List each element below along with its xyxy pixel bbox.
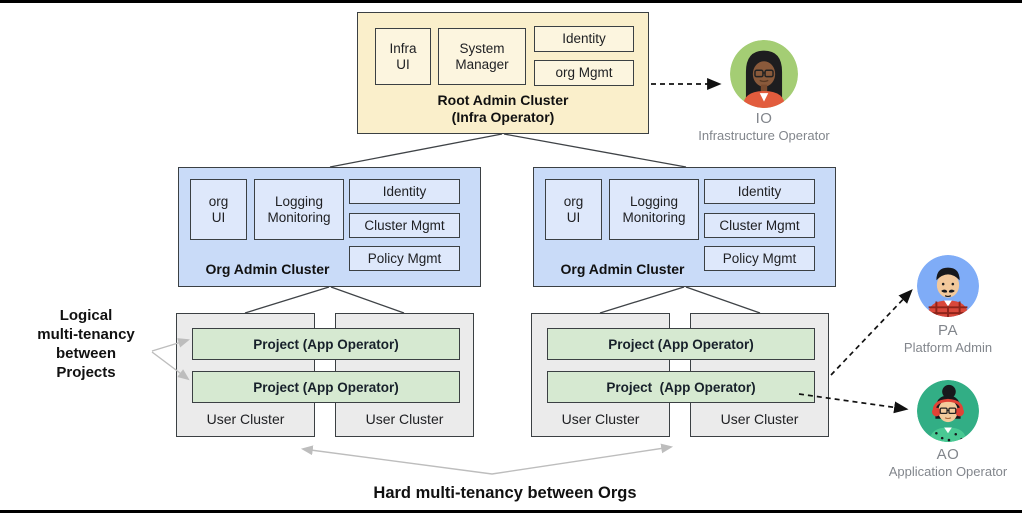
ao-name: Application Operator <box>888 464 1008 479</box>
cluster-mgmt-right-label: Cluster Mgmt <box>719 217 800 233</box>
user-cluster-4-label: User Cluster <box>720 411 799 427</box>
root-cluster-title: Root Admin Cluster (Infra Operator) <box>437 92 569 125</box>
org-mgmt-label: org Mgmt <box>555 65 613 80</box>
pa-persona: PA Platform Admin <box>904 255 992 355</box>
hard-multitenancy-label: Hard multi-tenancy between Orgs <box>373 484 637 502</box>
org-cluster-right-title: Org Admin Cluster <box>560 261 685 277</box>
cluster-mgmt-right-box: Cluster Mgmt <box>704 213 815 238</box>
pa-abbr: PA <box>938 322 958 339</box>
project-bar-right-1-label: Project (App Operator) <box>608 336 754 352</box>
policy-mgmt-right-box: Policy Mgmt <box>704 246 815 271</box>
user-cluster-1-label: User Cluster <box>206 411 285 427</box>
ao-persona: AO Application Operator <box>889 380 1007 479</box>
project-bar-right-1: Project (App Operator) <box>547 328 815 360</box>
root-identity-label: Identity <box>562 31 606 46</box>
user-cluster-2-label: User Cluster <box>365 411 444 427</box>
cluster-mgmt-left-box: Cluster Mgmt <box>349 213 460 238</box>
identity-left-label: Identity <box>382 183 427 199</box>
policy-mgmt-right-label: Policy Mgmt <box>722 250 797 266</box>
cluster-mgmt-left-label: Cluster Mgmt <box>364 217 445 233</box>
org-ui-right-label: org UI <box>563 193 584 225</box>
org-ui-left-box: org UI <box>190 179 247 240</box>
arrow-hard-multitenancy <box>300 443 674 475</box>
logging-monitoring-right-box: Logging Monitoring <box>609 179 699 240</box>
policy-mgmt-left-box: Policy Mgmt <box>349 246 460 271</box>
project-bar-left-1-label: Project (App Operator) <box>253 336 399 352</box>
system-manager-label: System Manager <box>455 40 509 72</box>
user-cluster-3-label: User Cluster <box>561 411 640 427</box>
org-mgmt-box: org Mgmt <box>534 60 634 86</box>
io-avatar <box>730 40 798 108</box>
org-cluster-left-title: Org Admin Cluster <box>205 261 330 277</box>
project-bar-left-2: Project (App Operator) <box>192 371 460 403</box>
project-bar-left-2-label: Project (App Operator) <box>253 379 399 395</box>
io-name: Infrastructure Operator <box>698 128 830 143</box>
project-bar-right-2: Project (App Operator) <box>547 371 815 403</box>
pa-name: Platform Admin <box>903 340 993 355</box>
top-border-bar <box>0 0 1022 3</box>
io-abbr: IO <box>755 110 773 127</box>
logging-monitoring-right-label: Logging Monitoring <box>622 193 686 225</box>
logging-monitoring-left-box: Logging Monitoring <box>254 179 344 240</box>
io-persona: IO Infrastructure Operator <box>698 40 830 143</box>
identity-left-box: Identity <box>349 179 460 204</box>
project-bar-right-2-label: Project (App Operator) <box>606 379 756 395</box>
logging-monitoring-left-label: Logging Monitoring <box>267 193 331 225</box>
project-bar-left-1: Project (App Operator) <box>192 328 460 360</box>
ao-abbr: AO <box>936 446 960 463</box>
root-identity-box: Identity <box>534 26 634 52</box>
identity-right-label: Identity <box>737 183 782 199</box>
logical-multitenancy-label: Logical multi-tenancy between Projects <box>37 307 135 381</box>
policy-mgmt-left-label: Policy Mgmt <box>367 250 442 266</box>
bottom-border-bar <box>0 510 1022 513</box>
pa-avatar <box>917 255 979 317</box>
system-manager-box: System Manager <box>438 28 526 85</box>
org-ui-right-box: org UI <box>545 179 602 240</box>
identity-right-box: Identity <box>704 179 815 204</box>
org-ui-left-label: org UI <box>208 193 229 225</box>
ao-avatar <box>917 380 979 442</box>
infra-ui-box: Infra UI <box>375 28 431 85</box>
infra-ui-label: Infra UI <box>389 40 417 72</box>
